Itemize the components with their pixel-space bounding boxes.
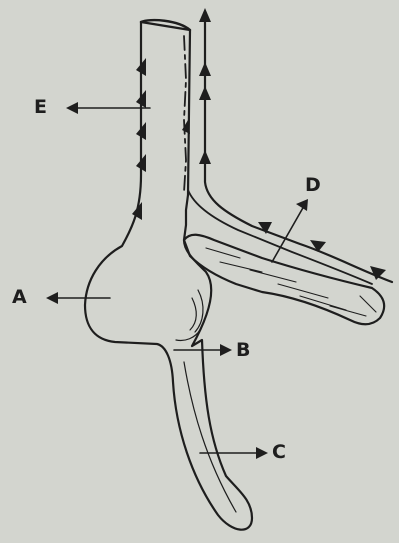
label-b: B: [236, 341, 250, 360]
label-d: D: [305, 176, 321, 195]
channel-flow-arrowheads: [199, 8, 386, 280]
label-c: C: [272, 443, 286, 462]
branch-upper-line: [205, 15, 392, 282]
label-e: E: [34, 98, 47, 117]
label-arrowheads: [46, 102, 308, 459]
tube-inner-wall: [184, 36, 186, 192]
arrow-d: [272, 206, 304, 262]
leaf-midrib: [184, 362, 236, 512]
label-a: A: [12, 288, 27, 307]
